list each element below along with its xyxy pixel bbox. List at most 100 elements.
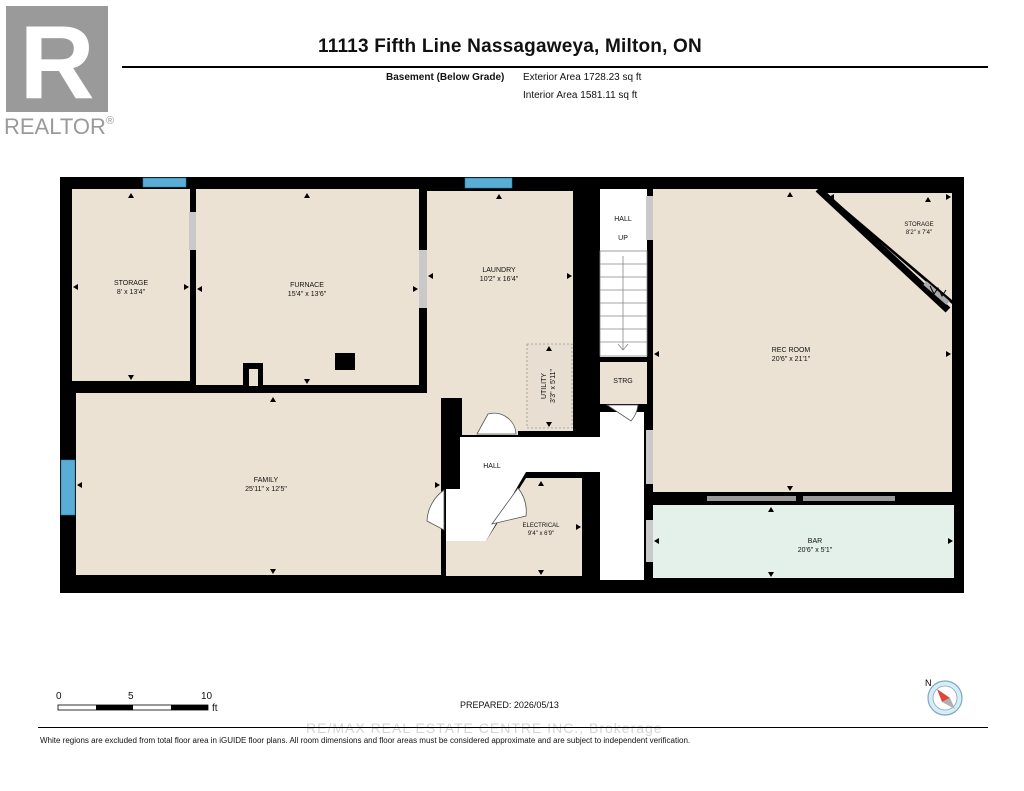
logo-registered-mark: ® (106, 115, 114, 127)
arrow-tick (546, 346, 552, 351)
logo-letter: R (19, 5, 94, 121)
arrow-tick (768, 572, 774, 577)
arrow-tick (768, 507, 774, 512)
room-dims: 15'4" x 13'6" (287, 291, 327, 298)
arrow-tick (829, 194, 834, 200)
room-dims: 8' x 13'4" (116, 289, 146, 296)
title-divider (122, 66, 988, 68)
arrow-tick (184, 284, 189, 290)
arrow-tick (496, 194, 502, 199)
realtor-logo: R REALTOR ® (4, 5, 114, 139)
opening-hall-rec (646, 196, 653, 240)
room-name: FURNACE (290, 282, 324, 289)
room-name: REC ROOM (771, 347, 811, 354)
door-laundry (476, 412, 517, 435)
room-name: UTILITY (541, 372, 548, 400)
arrow-tick (948, 538, 953, 544)
rec-diagonal-wall (815, 186, 951, 313)
arrow-tick (270, 569, 276, 574)
room-dims: 9'4" x 6'9" (527, 531, 555, 537)
scale-bar (57, 704, 209, 711)
stairs (599, 250, 648, 357)
room-label-strg: STRG (613, 378, 633, 385)
arrow-tick (538, 481, 544, 486)
room-name: LAUNDRY (482, 267, 516, 274)
scale-unit: ft (212, 703, 218, 714)
room-storage-right (826, 193, 952, 300)
arrow-tick (428, 273, 433, 279)
footer-divider (38, 727, 988, 728)
page-title: 11113 Fifth Line Nassagaweya, Milton, ON (318, 36, 702, 57)
interior-area: Interior Area 1581.11 sq ft (523, 90, 638, 101)
room-name: STORAGE (113, 280, 149, 287)
room-label-bar: BAR 20'6" x 5'1" (798, 537, 833, 555)
window-storage (142, 177, 187, 188)
arrow-tick (73, 284, 78, 290)
room-dims: 8'2" x 7'4" (905, 230, 933, 236)
room-name: STORAGE (904, 222, 934, 228)
arrow-tick (77, 482, 82, 488)
arrow-tick (538, 570, 544, 575)
hall-middle (446, 412, 644, 580)
room-label-storage-right: STORAGE 8'2" x 7'4" (904, 221, 933, 237)
brokerage-watermark: RE/MAX REAL ESTATE CENTRE INC., Brokerag… (306, 720, 663, 736)
furnace-unit (335, 353, 355, 370)
scale-label-10: 10 (201, 691, 213, 702)
room-label-storage-left: STORAGE 8' x 13'4" (114, 279, 148, 297)
room-rec (653, 189, 952, 492)
logo-wordmark: REALTOR (4, 114, 106, 139)
arrow-tick (946, 194, 951, 200)
prepared-date: PREPARED: 2026/05/13 (460, 700, 559, 710)
scale-label-5: 5 (128, 691, 134, 702)
arrow-tick (654, 538, 659, 544)
chimney-opening (249, 369, 258, 386)
window-laundry (464, 177, 513, 189)
room-electrical (446, 478, 582, 576)
logo-square (6, 6, 108, 112)
room-name: FAMILY (253, 477, 279, 484)
arrow-tick (546, 422, 552, 427)
room-label-furnace: FURNACE 15'4" x 13'6" (288, 281, 326, 299)
room-utility (526, 343, 573, 429)
arrow-tick (435, 482, 440, 488)
door-electrical (491, 487, 527, 525)
room-label-family: FAMILY 25'11" x 12'5" (245, 476, 287, 494)
arrow-tick (654, 351, 659, 357)
room-name: ELECTRICAL (522, 523, 560, 529)
arrow-tick (304, 379, 310, 384)
room-label-hall-mid: HALL (483, 463, 501, 470)
window-family (60, 459, 76, 516)
arrow-tick (567, 273, 572, 279)
arrow-tick (128, 375, 134, 380)
arrow-tick (576, 524, 581, 530)
opening-storage-furnace (189, 212, 196, 250)
door-spring-mark (929, 285, 947, 297)
arrow-tick (787, 192, 793, 197)
room-family (76, 393, 441, 575)
room-dims: 3'3" x 5'11" (550, 369, 557, 403)
room-dims: 20'6" x 21'1" (771, 356, 811, 363)
opening-hall-rec-lower (646, 430, 653, 484)
room-dims: 10'2" x 16'4" (479, 276, 519, 283)
room-dims: 20'6" x 5'1" (797, 547, 833, 554)
compass-icon: N (925, 678, 963, 716)
scale-label-0: 0 (56, 691, 62, 702)
arrow-tick (128, 193, 134, 198)
arrow-tick (787, 486, 793, 491)
arrow-tick (413, 286, 418, 292)
arrow-tick (925, 197, 931, 202)
room-strg (600, 362, 647, 404)
arrow-tick (946, 351, 951, 357)
room-label-laundry: LAUNDRY 10'2" x 16'4" (480, 266, 518, 284)
room-storage-left (72, 189, 190, 381)
room-label-rec-room: REC ROOM 20'6" x 21'1" (772, 346, 811, 364)
compass-north-label: N (925, 678, 932, 688)
opening-hall-bar (646, 520, 653, 562)
arrow-tick (304, 193, 310, 198)
room-label-utility: UTILITY 3'3" x 5'11" (540, 369, 558, 403)
stair-direction-label: UP (618, 235, 628, 242)
disclaimer-text: White regions are excluded from total fl… (40, 736, 691, 745)
opening-furnace-laundry (419, 250, 427, 308)
room-furnace (196, 189, 419, 385)
